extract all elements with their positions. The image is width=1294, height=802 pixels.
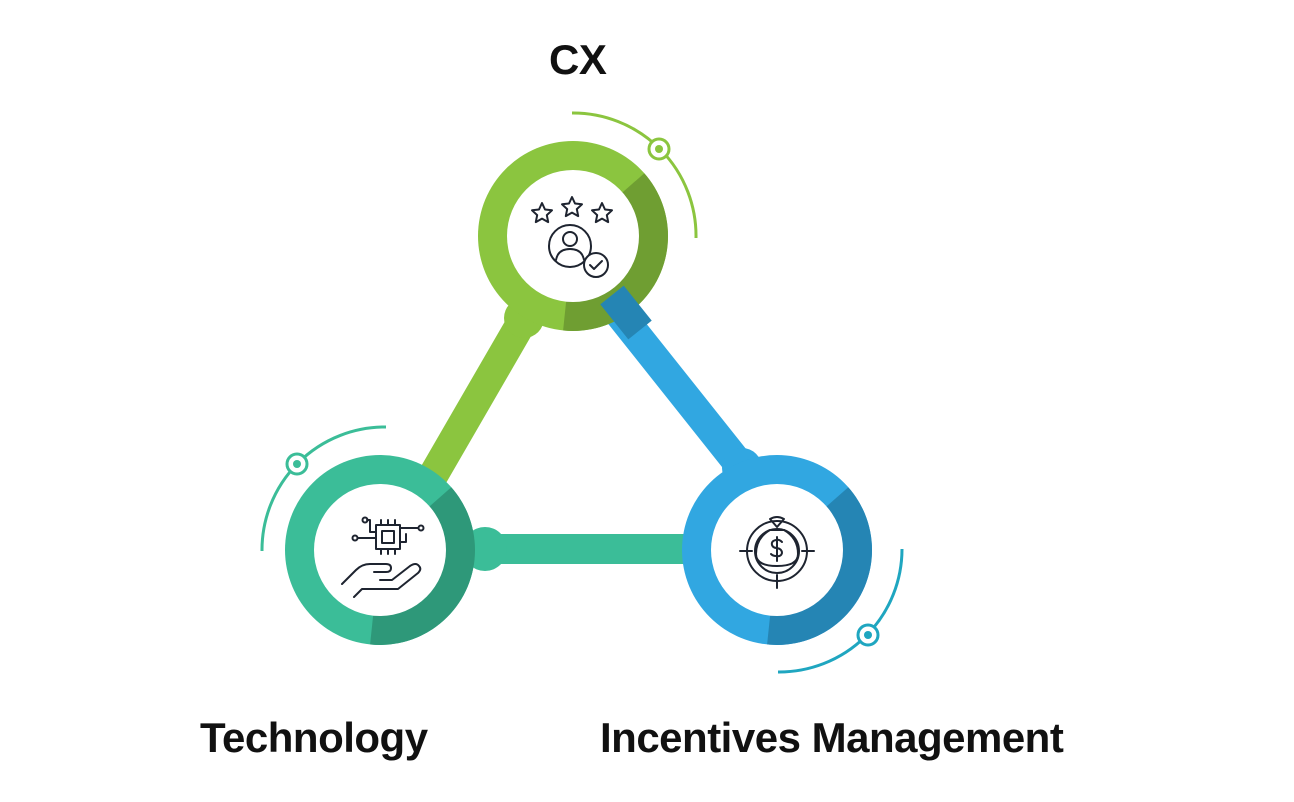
hand-chip-icon xyxy=(341,516,425,598)
technology-node xyxy=(285,455,475,645)
star-rating-user-check-icon xyxy=(531,196,613,278)
cx-node-center xyxy=(507,170,639,302)
connector-cx-incentives-overlap xyxy=(600,285,652,340)
money-bag-target-icon xyxy=(739,516,815,589)
node-label-technology: Technology xyxy=(200,714,428,761)
node-label-incentives: Incentives Management xyxy=(600,714,1064,761)
connector-cx-technology xyxy=(401,293,545,520)
node-label-cx: CX xyxy=(549,36,607,83)
